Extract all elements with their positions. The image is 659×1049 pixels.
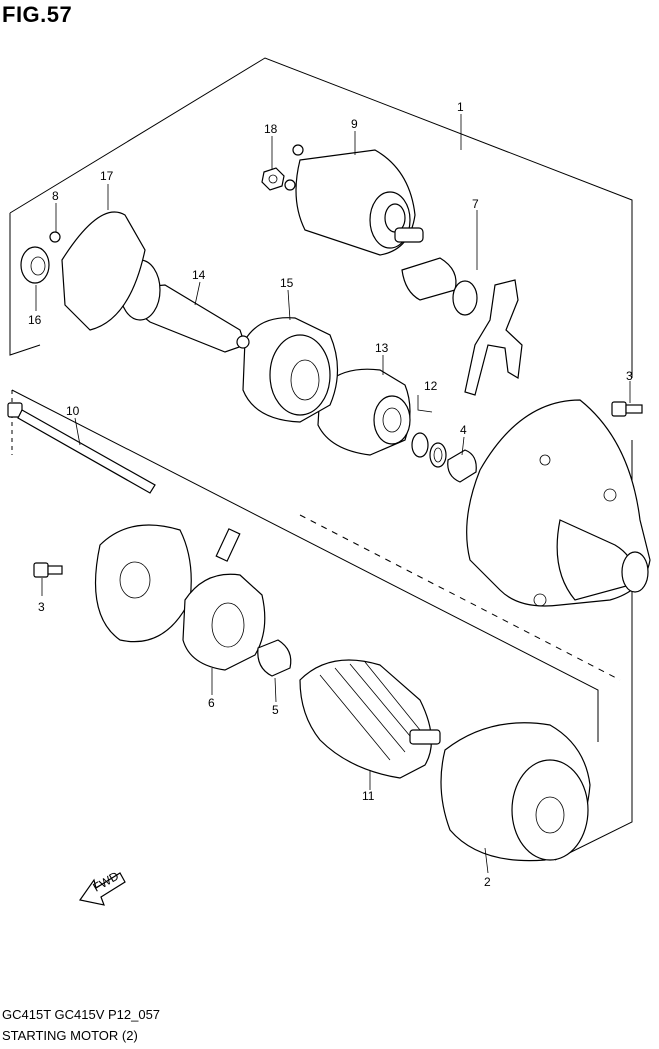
leader-lines [35, 114, 631, 874]
callout-13: 13 [375, 341, 389, 355]
bushing [447, 449, 477, 483]
bracket [61, 211, 146, 331]
steel-ball [49, 231, 61, 243]
bearing [20, 246, 50, 284]
bolt-lower [33, 562, 63, 578]
nut [261, 167, 285, 191]
callout-12: 12 [424, 379, 438, 393]
callout-6: 6 [208, 696, 215, 710]
shift-lever [464, 279, 523, 396]
through-bolt [7, 402, 156, 494]
callout-18: 18 [264, 122, 278, 136]
callout-16: 16 [28, 313, 42, 327]
fwd-arrow-icon: FWD [78, 869, 126, 906]
callout-2: 2 [484, 875, 491, 889]
callout-1: 1 [457, 100, 464, 114]
pinion-clutch [317, 368, 411, 456]
diagram-caption: STARTING MOTOR (2) [2, 1028, 138, 1043]
callout-10: 10 [66, 404, 80, 418]
gear-housing [242, 317, 339, 423]
end-frame [94, 524, 192, 643]
bolt-upper [611, 401, 643, 417]
figure-title: FIG.57 [2, 2, 73, 27]
yoke [440, 722, 591, 862]
callout-15: 15 [280, 276, 294, 290]
callout-11: 11 [362, 789, 375, 803]
callout-3-lower: 3 [38, 600, 45, 614]
callout-4: 4 [460, 423, 467, 437]
footer: GC415T GC415V P12_057 STARTING MOTOR (2) [2, 1004, 160, 1046]
washers [411, 432, 447, 468]
model-code: GC415T GC415V P12_057 [2, 1007, 161, 1022]
callout-numbers: 1 2 3 3 4 5 6 7 8 9 10 11 12 13 14 15 16… [28, 100, 633, 889]
drive-housing [466, 399, 651, 607]
plunger [401, 257, 478, 316]
armature [299, 659, 441, 779]
callout-17: 17 [100, 169, 114, 183]
callout-8: 8 [52, 189, 59, 203]
solenoid-switch [284, 144, 424, 256]
callout-3-upper: 3 [626, 369, 633, 383]
brush-holder [182, 528, 266, 671]
callout-5: 5 [272, 703, 279, 717]
armature-bush [257, 639, 292, 677]
callout-14: 14 [192, 268, 206, 282]
callout-9: 9 [351, 117, 358, 131]
callout-7: 7 [472, 197, 479, 211]
